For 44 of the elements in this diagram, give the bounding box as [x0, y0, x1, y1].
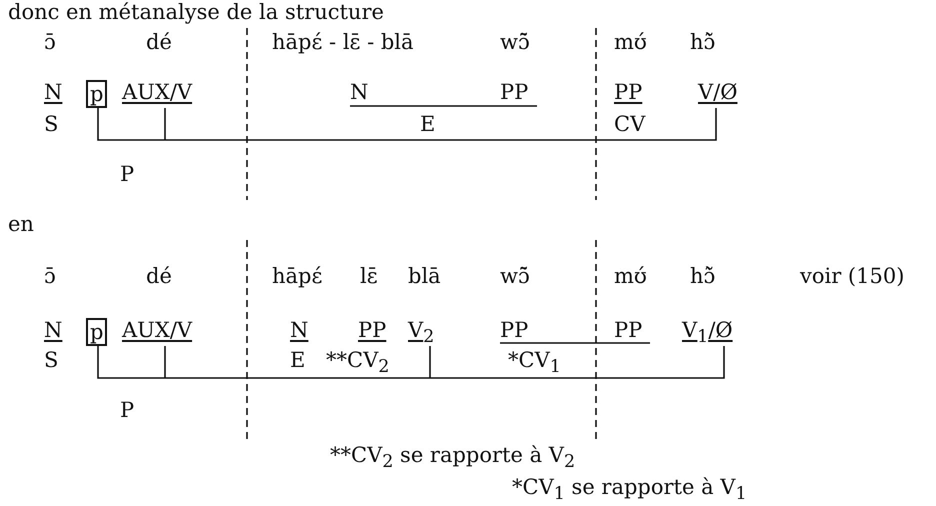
category-label: S	[44, 112, 58, 136]
syllable-text: mʊ́	[614, 30, 647, 54]
category-label: N	[44, 318, 62, 342]
category-label: P	[120, 398, 134, 422]
syllable-text: ɔ̄	[44, 30, 56, 54]
syllable-text: hāpɛ́ - lɛ̄ - blā	[272, 30, 414, 54]
syllable-text: dé	[146, 264, 172, 288]
boxed-label: p	[86, 318, 108, 346]
category-label: P	[120, 162, 134, 186]
syllable-text: hāpɛ́	[272, 264, 322, 288]
category-label: *CV$_{1}$	[508, 348, 561, 380]
category-label: PP	[614, 318, 642, 342]
syllable-text: hɔ̃̀	[690, 30, 716, 54]
heading-text: donc en métanalyse de la structure	[8, 0, 384, 24]
syllable-text: wɔ̃̄	[500, 30, 530, 54]
syllable-text: mʊ́	[614, 264, 647, 288]
category-label: PP	[614, 80, 642, 104]
category-label: AUX/V	[122, 80, 192, 104]
category-label: CV	[614, 112, 646, 136]
syllable-text: hɔ̃̀	[690, 264, 716, 288]
category-label: PP	[500, 318, 528, 342]
footnote-text: *CV$_{1}$ se rapporte à V$_{1}$	[512, 475, 747, 506]
boxed-label: p	[86, 80, 108, 108]
syllable-text: en	[8, 212, 34, 236]
category-label: N	[290, 318, 308, 342]
syllable-text: ɔ̄	[44, 264, 56, 288]
category-label: V$_{2}$	[408, 318, 434, 350]
syllable-text: dé	[146, 30, 172, 54]
syllable-text: voir (150)	[800, 264, 904, 288]
syllable-text: lɛ̄	[360, 264, 378, 288]
category-label: E	[420, 112, 436, 136]
category-label: PP	[358, 318, 386, 342]
syllable-text: wɔ̃̄	[500, 264, 530, 288]
category-label: **CV$_{2}$	[326, 348, 390, 380]
category-label: PP	[500, 80, 528, 104]
category-label: N	[350, 80, 368, 104]
category-label: V$_{1}$/Ø	[682, 318, 733, 350]
footnote-text: **CV$_{2}$ se rapporte à V$_{2}$	[330, 443, 576, 474]
category-label: N	[44, 80, 62, 104]
category-label: S	[44, 348, 58, 372]
syllable-text: blā	[408, 264, 441, 288]
category-label: V/Ø	[698, 80, 738, 104]
category-label: AUX/V	[122, 318, 192, 342]
category-label: E	[290, 348, 306, 372]
